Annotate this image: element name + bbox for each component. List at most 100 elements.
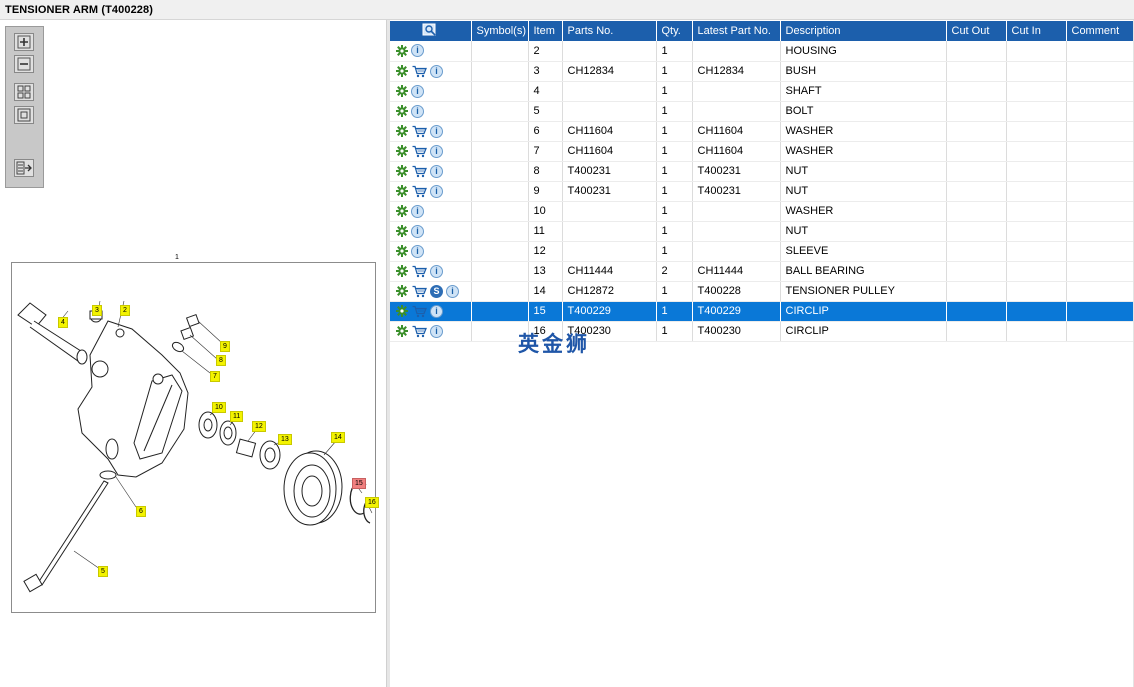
info-icon[interactable]: i	[411, 44, 424, 58]
column-header-comment[interactable]: Comment	[1066, 21, 1134, 41]
callout-7[interactable]: 7	[210, 371, 220, 382]
gear-icon[interactable]	[395, 225, 408, 238]
cart-icon[interactable]	[411, 265, 427, 278]
column-header-latest-part-no[interactable]: Latest Part No.	[692, 21, 781, 41]
gear-icon[interactable]	[395, 245, 408, 258]
column-header-cut-in[interactable]: Cut In	[1006, 21, 1067, 41]
gear-icon[interactable]	[395, 285, 408, 298]
cell-description: WASHER	[780, 121, 947, 142]
info-icon[interactable]: i	[411, 204, 424, 218]
cart-icon[interactable]	[411, 285, 427, 298]
info-icon[interactable]: i	[430, 144, 443, 158]
gear-icon[interactable]	[395, 125, 408, 138]
callout-11[interactable]: 11	[230, 411, 244, 422]
exploded-diagram[interactable]: 4 3 2 9 8 7 10 11 12 13 14 15 16 6 5	[11, 255, 379, 613]
info-icon[interactable]: i	[446, 284, 459, 298]
cart-icon[interactable]	[411, 185, 427, 198]
gear-icon[interactable]	[395, 165, 408, 178]
info-icon[interactable]: i	[411, 224, 424, 238]
cart-icon[interactable]	[411, 325, 427, 338]
info-icon[interactable]: i	[430, 164, 443, 178]
callout-8[interactable]: 8	[216, 355, 226, 366]
column-header-cut-out[interactable]: Cut Out	[946, 21, 1007, 41]
column-header-actions[interactable]	[390, 21, 472, 41]
column-header-parts-no[interactable]: Parts No.	[562, 21, 657, 41]
info-icon[interactable]: i	[411, 104, 424, 118]
info-icon[interactable]: i	[411, 244, 424, 258]
fit-all-button[interactable]	[14, 83, 34, 101]
gear-icon[interactable]	[395, 265, 408, 278]
cart-icon[interactable]	[411, 305, 427, 318]
callout-10[interactable]: 10	[212, 402, 226, 413]
gear-icon[interactable]	[395, 185, 408, 198]
cell-parts-no	[562, 81, 657, 102]
callout-14[interactable]: 14	[331, 432, 345, 443]
callout-12[interactable]: 12	[252, 421, 266, 432]
info-icon[interactable]: i	[430, 184, 443, 198]
info-icon[interactable]: i	[430, 124, 443, 138]
cell-description: NUT	[780, 161, 947, 182]
info-icon[interactable]: i	[411, 84, 424, 98]
callout-15[interactable]: 15	[352, 478, 366, 489]
callout-9[interactable]: 9	[220, 341, 230, 352]
cell-cut-in	[1006, 41, 1067, 62]
cart-icon[interactable]	[411, 165, 427, 178]
info-icon[interactable]: i	[430, 304, 443, 318]
callout-16[interactable]: 16	[365, 497, 379, 508]
gear-icon[interactable]	[395, 305, 408, 318]
cart-icon[interactable]	[411, 145, 427, 158]
gear-icon[interactable]	[395, 325, 408, 338]
pane-splitter[interactable]	[386, 20, 390, 687]
callout-6[interactable]: 6	[136, 506, 146, 517]
zoom-out-button[interactable]	[14, 55, 34, 73]
gear-icon[interactable]	[395, 44, 408, 57]
bolt-drawing	[23, 480, 109, 593]
cell-latest-part-no: CH12834	[692, 61, 781, 82]
cell-latest-part-no: T400231	[692, 161, 781, 182]
callout-13[interactable]: 13	[278, 434, 292, 445]
column-header-item[interactable]: Item	[528, 21, 563, 41]
column-header-qty[interactable]: Qty.	[656, 21, 693, 41]
gear-icon[interactable]	[395, 145, 408, 158]
cell-item: 3	[528, 61, 563, 82]
gear-icon[interactable]	[395, 65, 408, 78]
zoom-in-button[interactable]	[14, 33, 34, 51]
info-icon[interactable]: i	[430, 64, 443, 78]
callout-4[interactable]: 4	[58, 317, 68, 328]
cell-symbols	[471, 181, 529, 202]
gear-icon[interactable]	[395, 205, 408, 218]
callout-5[interactable]: 5	[98, 566, 108, 577]
cart-icon[interactable]	[411, 65, 427, 78]
supersession-icon[interactable]: S	[430, 284, 443, 298]
callout-3[interactable]: 3	[92, 305, 102, 316]
column-header-symbols[interactable]: Symbol(s)	[471, 21, 529, 41]
callout-2[interactable]: 2	[120, 305, 130, 316]
info-icon[interactable]: i	[430, 324, 443, 338]
gear-icon[interactable]	[395, 85, 408, 98]
cart-icon[interactable]	[411, 125, 427, 138]
info-icon[interactable]: i	[430, 264, 443, 278]
cell-cut-in	[1006, 141, 1067, 162]
fit-window-button[interactable]	[14, 106, 34, 124]
export-button[interactable]	[14, 159, 34, 177]
frame-icon	[17, 108, 31, 122]
column-header-description[interactable]: Description	[780, 21, 947, 41]
gear-icon[interactable]	[395, 105, 408, 118]
cell-cut-out	[946, 161, 1007, 182]
